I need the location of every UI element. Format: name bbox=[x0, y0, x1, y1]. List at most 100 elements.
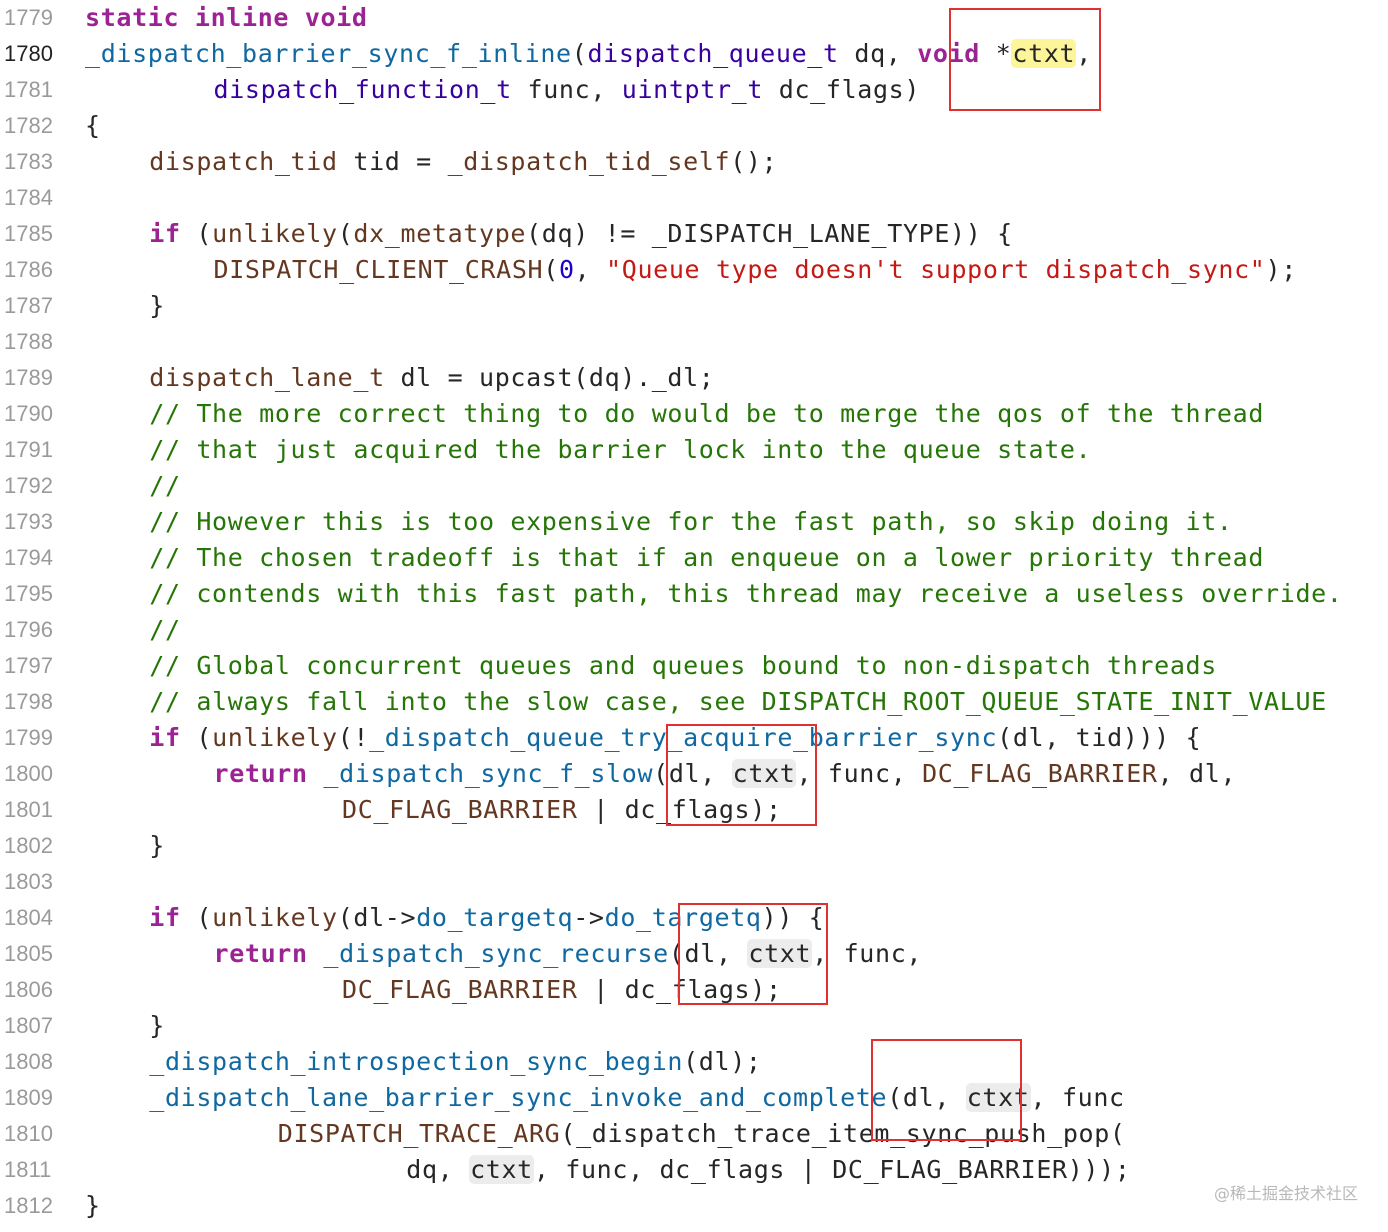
code-text: // bbox=[149, 468, 180, 504]
code-token: ( bbox=[180, 723, 213, 752]
code-line[interactable]: 1791// that just acquired the barrier lo… bbox=[0, 432, 1388, 468]
code-text: return _dispatch_sync_f_slow(dl, ctxt, f… bbox=[214, 756, 1237, 792]
code-token: (dl); bbox=[683, 1047, 762, 1076]
code-token: (! bbox=[337, 723, 370, 752]
line-number: 1800 bbox=[4, 761, 53, 786]
code-token: _dispatch_sync_recurse bbox=[323, 939, 669, 968]
code-line[interactable]: 1793// However this is too expensive for… bbox=[0, 504, 1388, 540]
code-line[interactable]: 1812} bbox=[0, 1188, 1388, 1224]
highlighted-token: ctxt bbox=[731, 759, 797, 788]
code-text: // contends with this fast path, this th… bbox=[149, 576, 1342, 612]
code-token: , func bbox=[1030, 1083, 1125, 1112]
code-line[interactable]: 1797// Global concurrent queues and queu… bbox=[0, 648, 1388, 684]
highlighted-token: ctxt bbox=[965, 1083, 1031, 1112]
code-line[interactable]: 1790// The more correct thing to do woul… bbox=[0, 396, 1388, 432]
code-token: unlikely bbox=[212, 903, 338, 932]
code-token: // However this is too expensive for the… bbox=[149, 507, 1233, 536]
code-token: // always fall into the slow case, see D… bbox=[149, 687, 1327, 716]
code-token: DISPATCH_CLIENT_CRASH bbox=[213, 255, 544, 284]
line-number: 1805 bbox=[4, 941, 53, 966]
code-line[interactable]: 1798 // always fall into the slow case, s… bbox=[0, 684, 1388, 720]
code-token: (dl, bbox=[653, 759, 732, 788]
code-line[interactable]: 1808_dispatch_introspection_sync_begin(d… bbox=[0, 1044, 1388, 1080]
line-number: 1802 bbox=[4, 833, 53, 858]
code-line[interactable]: 1787} bbox=[0, 288, 1388, 324]
code-token: dx_metatype bbox=[353, 219, 527, 248]
code-token: dispatch_queue_t bbox=[587, 39, 839, 68]
code-token: dc_flags) bbox=[763, 75, 921, 104]
code-line[interactable]: 1780_dispatch_barrier_sync_f_inline(disp… bbox=[0, 36, 1388, 72]
code-line[interactable]: 1788 bbox=[0, 324, 1388, 360]
code-line[interactable]: 1803 bbox=[0, 864, 1388, 900]
code-token: func, bbox=[511, 75, 622, 104]
code-token: } bbox=[149, 831, 165, 860]
line-number: 1806 bbox=[4, 977, 53, 1002]
code-token: , func, bbox=[812, 939, 923, 968]
code-token: dispatch_function_t bbox=[213, 75, 512, 104]
code-token: } bbox=[149, 291, 165, 320]
ctxt-param-highlight-box bbox=[949, 8, 1101, 111]
highlighted-token: ctxt bbox=[1011, 39, 1077, 68]
line-number: 1796 bbox=[4, 617, 53, 642]
code-text: if (unlikely(!_dispatch_queue_try_acquir… bbox=[149, 720, 1201, 756]
code-token: (dl-> bbox=[337, 903, 417, 932]
code-text: DISPATCH_CLIENT_CRASH(0, "Queue type doe… bbox=[214, 252, 1297, 288]
code-token: (); bbox=[730, 147, 778, 176]
code-token: unlikely bbox=[212, 219, 338, 248]
line-number: 1795 bbox=[4, 581, 53, 606]
code-token: DISPATCH_TRACE_ARG bbox=[277, 1119, 561, 1148]
code-token: _dispatch_lane_barrier_sync_invoke_and_c… bbox=[149, 1083, 888, 1112]
code-line[interactable]: 1792// bbox=[0, 468, 1388, 504]
code-line[interactable]: 1800 return _dispatch_sync_f_slow(dl, ctx… bbox=[0, 756, 1388, 792]
code-text: // The chosen tradeoff is that if an enq… bbox=[149, 540, 1264, 576]
code-token: dispatch_tid bbox=[149, 147, 338, 176]
code-token: do_targetq bbox=[416, 903, 574, 932]
code-text: } bbox=[149, 1008, 165, 1044]
line-number: 1784 bbox=[4, 185, 53, 210]
code-token: (dq) != _DISPATCH_LANE_TYPE)) { bbox=[526, 219, 1013, 248]
line-number: 1783 bbox=[4, 149, 53, 174]
code-token: ( bbox=[337, 219, 354, 248]
code-line[interactable]: 1795 // contends with this fast path, thi… bbox=[0, 576, 1388, 612]
code-line[interactable]: 1796// bbox=[0, 612, 1388, 648]
code-line[interactable]: 1784 bbox=[0, 180, 1388, 216]
code-token: // The more correct thing to do would be… bbox=[149, 399, 1265, 428]
code-token: } bbox=[149, 1011, 165, 1040]
code-line[interactable]: 1782{ bbox=[0, 108, 1388, 144]
code-token: if bbox=[149, 723, 181, 752]
code-token bbox=[308, 939, 324, 968]
code-line[interactable]: 1807} bbox=[0, 1008, 1388, 1044]
code-token: (_dispatch_trace_item_sync_push_pop( bbox=[560, 1119, 1126, 1148]
code-token: (dl, bbox=[887, 1083, 966, 1112]
line-number: 1788 bbox=[4, 329, 53, 354]
code-line[interactable]: 1809_dispatch_lane_barrier_sync_invoke_a… bbox=[0, 1080, 1388, 1116]
code-token: _dispatch_introspection_sync_begin bbox=[149, 1047, 684, 1076]
code-token: ( bbox=[571, 39, 588, 68]
code-token: _dispatch_sync_f_slow bbox=[323, 759, 654, 788]
code-text: _dispatch_introspection_sync_begin(dl); bbox=[149, 1044, 761, 1080]
code-token bbox=[308, 759, 324, 788]
code-token: "Queue type doesn't support dispatch_syn… bbox=[606, 255, 1266, 284]
code-token: _dispatch_tid_self bbox=[447, 147, 731, 176]
line-number: 1798 bbox=[4, 689, 53, 714]
code-token: ); bbox=[1265, 255, 1297, 284]
code-line[interactable]: 1802} bbox=[0, 828, 1388, 864]
line-number: 1797 bbox=[4, 653, 53, 678]
code-line[interactable]: 1794// The chosen tradeoff is that if an… bbox=[0, 540, 1388, 576]
code-token: , func, bbox=[796, 759, 923, 788]
line-number: 1789 bbox=[4, 365, 53, 390]
